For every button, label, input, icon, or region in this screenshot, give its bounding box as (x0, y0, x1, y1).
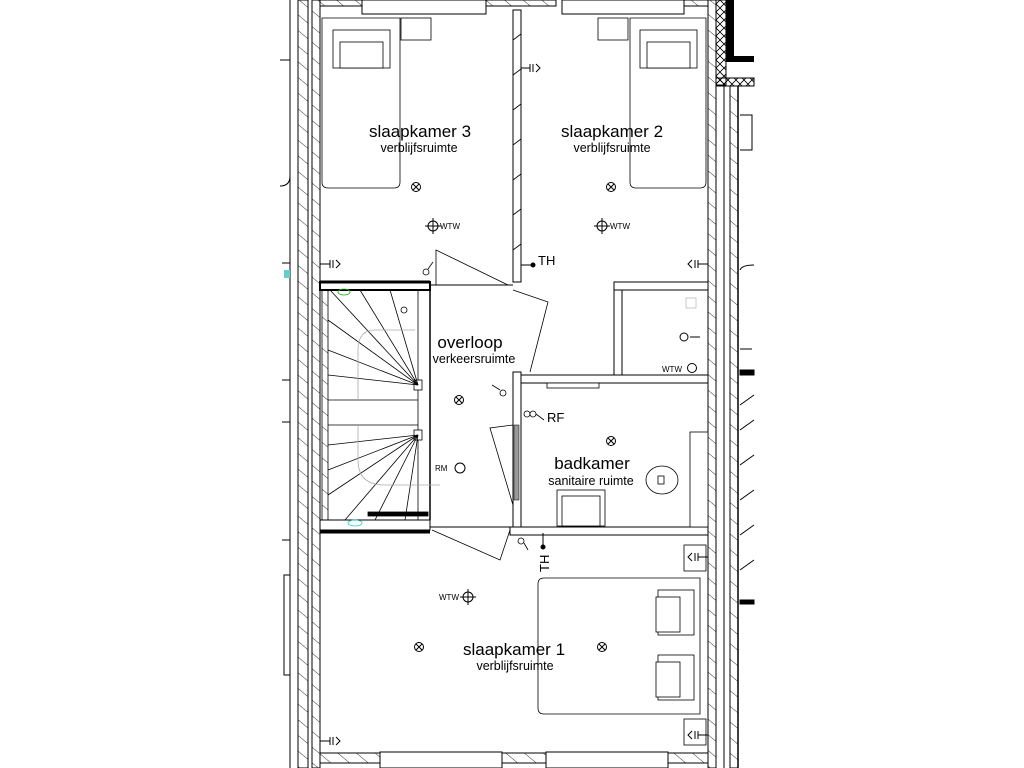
top-wall (319, 0, 709, 15)
bathroom-fixtures (546, 297, 709, 528)
room-name: slaapkamer 1 (463, 640, 565, 659)
wtw-label: WTW (662, 365, 682, 374)
bottom-wall (319, 751, 709, 768)
wtw-label: WTW (440, 222, 460, 231)
switch-icons (400, 261, 545, 551)
wtw-label: WTW (610, 222, 630, 231)
wtw-label: WTW (439, 593, 459, 602)
outlet-icons (320, 63, 708, 746)
room-function: sanitaire ruimte (548, 474, 633, 488)
rm-label: RM (435, 464, 448, 473)
room-slaapkamer-1: slaapkamer 1 verblijfsruimte (463, 640, 565, 673)
thermostat-icon (521, 262, 546, 550)
right-exterior-wall (707, 0, 755, 768)
wtw-vent-icon (687, 363, 697, 373)
ceiling-light-icon (606, 182, 616, 192)
wtw-vent-icon (594, 218, 610, 234)
rf-label: RF (547, 410, 564, 425)
staircase (321, 288, 440, 527)
bed-slaapkamer-3 (321, 17, 432, 189)
wtw-vent-icon (460, 589, 476, 605)
room-function: verblijfsruimte (380, 141, 457, 155)
room-badkamer: badkamer sanitaire ruimte (548, 454, 633, 488)
bed-slaapkamer-1 (537, 544, 707, 746)
doors (431, 249, 549, 561)
th-label: TH (537, 555, 552, 572)
neighbor-right-fragments (739, 114, 755, 605)
ceiling-light-icon (454, 395, 464, 405)
room-function: verblijfsruimte (476, 659, 553, 673)
interior-walls (319, 9, 709, 536)
room-function: verkeersruimte (433, 352, 516, 366)
bed-slaapkamer-2 (597, 17, 707, 189)
smoke-detector-icon (454, 462, 466, 474)
room-name: badkamer (554, 454, 630, 473)
room-overloop: overloop verkeersruimte (433, 333, 516, 366)
room-function: verblijfsruimte (573, 141, 650, 155)
room-name: overloop (437, 333, 502, 352)
ceiling-light-icon (606, 436, 616, 446)
room-name: slaapkamer 2 (561, 122, 663, 141)
left-exterior-wall (289, 0, 321, 768)
room-slaapkamer-2: slaapkamer 2 verblijfsruimte (561, 122, 663, 155)
room-slaapkamer-3: slaapkamer 3 verblijfsruimte (369, 122, 471, 155)
ceiling-light-icon (411, 182, 421, 192)
wtw-vent-icons (425, 218, 697, 605)
room-name: slaapkamer 3 (369, 122, 471, 141)
th-label: TH (538, 253, 555, 268)
ceiling-light-icon (597, 642, 607, 652)
neighbor-left-fragments (279, 59, 291, 676)
ceiling-light-icon (414, 642, 424, 652)
wtw-vent-icon (425, 218, 441, 234)
ceiling-light-icons (411, 182, 616, 652)
